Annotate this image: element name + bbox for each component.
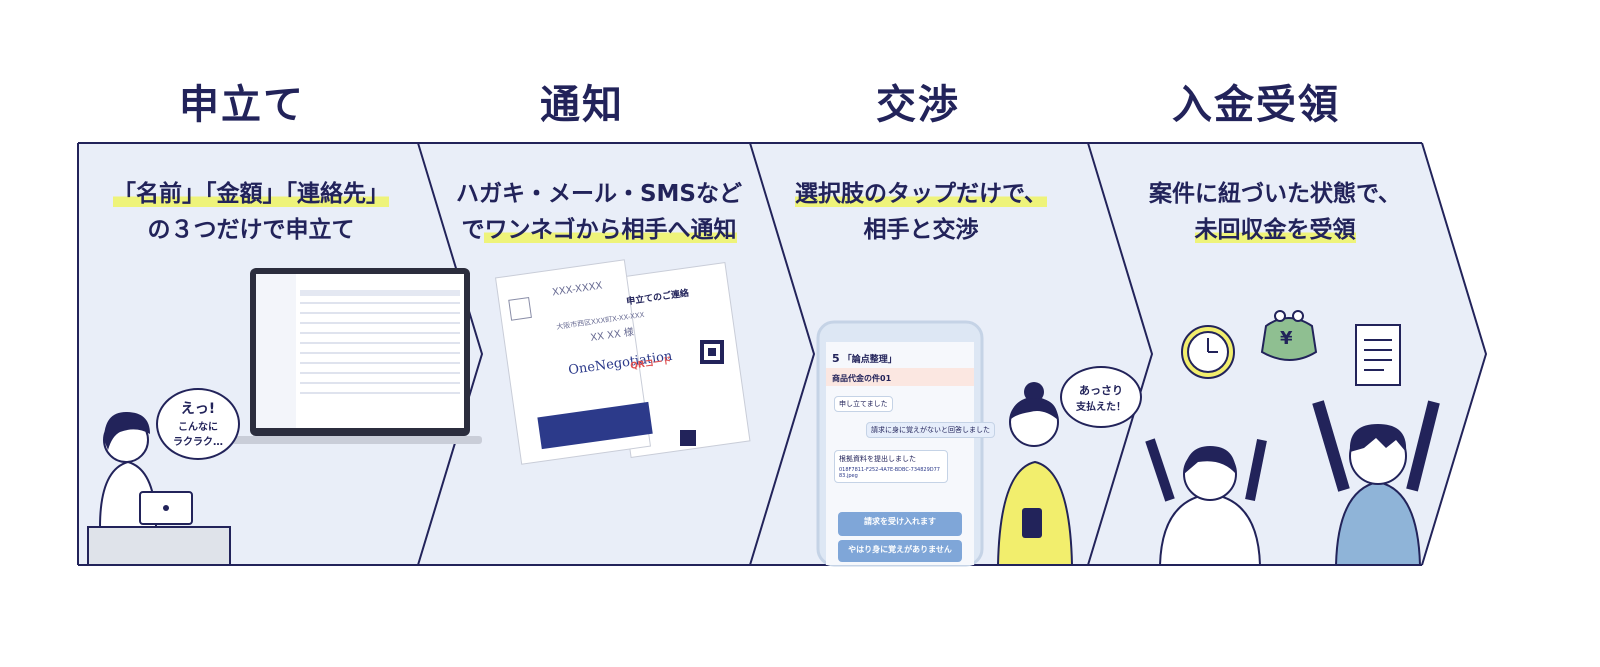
woman-at-desk-illustration [87, 412, 231, 566]
clock-icon [1181, 325, 1235, 379]
accept-claim-button[interactable]: 請求を受け入れます [864, 517, 936, 526]
step-desc-line1: ハガキ・メール・SMSなど [455, 181, 743, 207]
step-desc-koushou: 選択肢のタップだけで、 相手と交渉 [756, 176, 1086, 248]
speech-bubble-step1: えっ! こんなに ラクラク… [156, 388, 240, 460]
bubble-text: こんなに [178, 422, 218, 433]
coin-purse-icon [1260, 310, 1318, 361]
bubble-text: 支払えた！ [1076, 402, 1126, 413]
step-desc-line2: の３つだけで申立て [147, 217, 355, 243]
chat-message: 申し立てました [834, 396, 893, 412]
step-desc-nyukin: 案件に紐づいた状態で、 未回収金を受領 [1110, 176, 1440, 248]
celebrating-woman-illustration [1145, 438, 1267, 566]
bubble-text: あっさり [1079, 384, 1123, 397]
chat-message: 根拠資料を提出しました 018F7811-F252-4A7E-BDBC-7348… [834, 450, 948, 483]
step-title-moushitate: 申立て [179, 82, 305, 128]
bubble-text: ラクラク… [173, 437, 223, 448]
step-title-tsuchi: 通知 [540, 82, 624, 128]
step-desc-line1: 「名前」「金額」「連絡先」 [113, 181, 389, 207]
step-desc-line1: 選択肢のタップだけで、 [794, 181, 1048, 207]
notice-postcard-illustration [494, 259, 751, 465]
step-title-nyukin: 入金受領 [1172, 82, 1340, 128]
step-desc-line2-prefix: で [461, 217, 485, 243]
step-desc-line2: 未回収金を受領 [1194, 217, 1356, 243]
speech-bubble-step3: あっさり 支払えた！ [1060, 366, 1142, 428]
step-desc-tsuchi: ハガキ・メール・SMSなど でワンネゴから相手へ通知 [434, 176, 764, 248]
phone-step-number: 5 [832, 352, 840, 365]
phone-topic: 商品代金の件01 [832, 374, 892, 383]
step-title-koushou: 交渉 [876, 82, 960, 128]
woman-with-phone-illustration [996, 382, 1074, 566]
phone-header-title: 「論点整理」 [842, 355, 897, 365]
step-desc-line2: ワンネゴから相手へ通知 [484, 217, 737, 243]
chat-message-text: 根拠資料を提出しました [839, 455, 916, 463]
yen-sign: ¥ [1280, 328, 1293, 349]
deny-claim-button[interactable]: やはり身に覚えがありません [848, 545, 952, 554]
chat-message: 請求に身に覚えがないと回答しました [866, 422, 995, 438]
phone-header: 5 「論点整理」 [832, 352, 897, 365]
step-desc-moushitate: 「名前」「金額」「連絡先」 の３つだけで申立て [86, 176, 416, 248]
step-desc-line1: 案件に紐づいた状態で、 [1148, 181, 1402, 207]
document-icon [1355, 324, 1401, 386]
attached-file-name: 018F7811-F252-4A7E-BDBC-734829D7783.jpeg [839, 467, 940, 479]
celebrating-man-illustration [1312, 400, 1440, 566]
step-desc-line2: 相手と交渉 [863, 217, 979, 243]
bubble-text: えっ! [180, 401, 216, 417]
laptop-illustration [232, 268, 482, 444]
